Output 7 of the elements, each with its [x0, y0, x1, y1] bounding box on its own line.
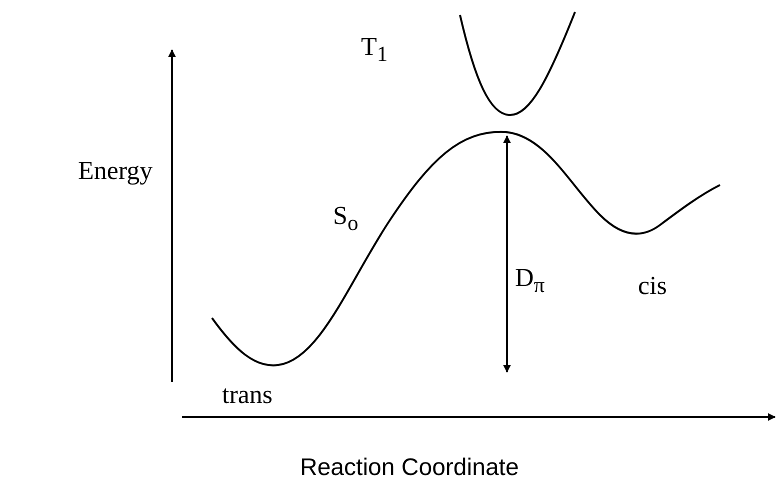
axis-label: Energy: [78, 158, 153, 184]
curve-label: S$_{o}$: [333, 203, 358, 235]
gap-label: D$_{π}$: [515, 265, 545, 297]
state-label: cis: [638, 273, 667, 299]
axis-label: Reaction Coordinate: [300, 456, 519, 480]
curve-label: T$_{1}$: [361, 34, 388, 66]
state-label: trans: [222, 382, 273, 408]
